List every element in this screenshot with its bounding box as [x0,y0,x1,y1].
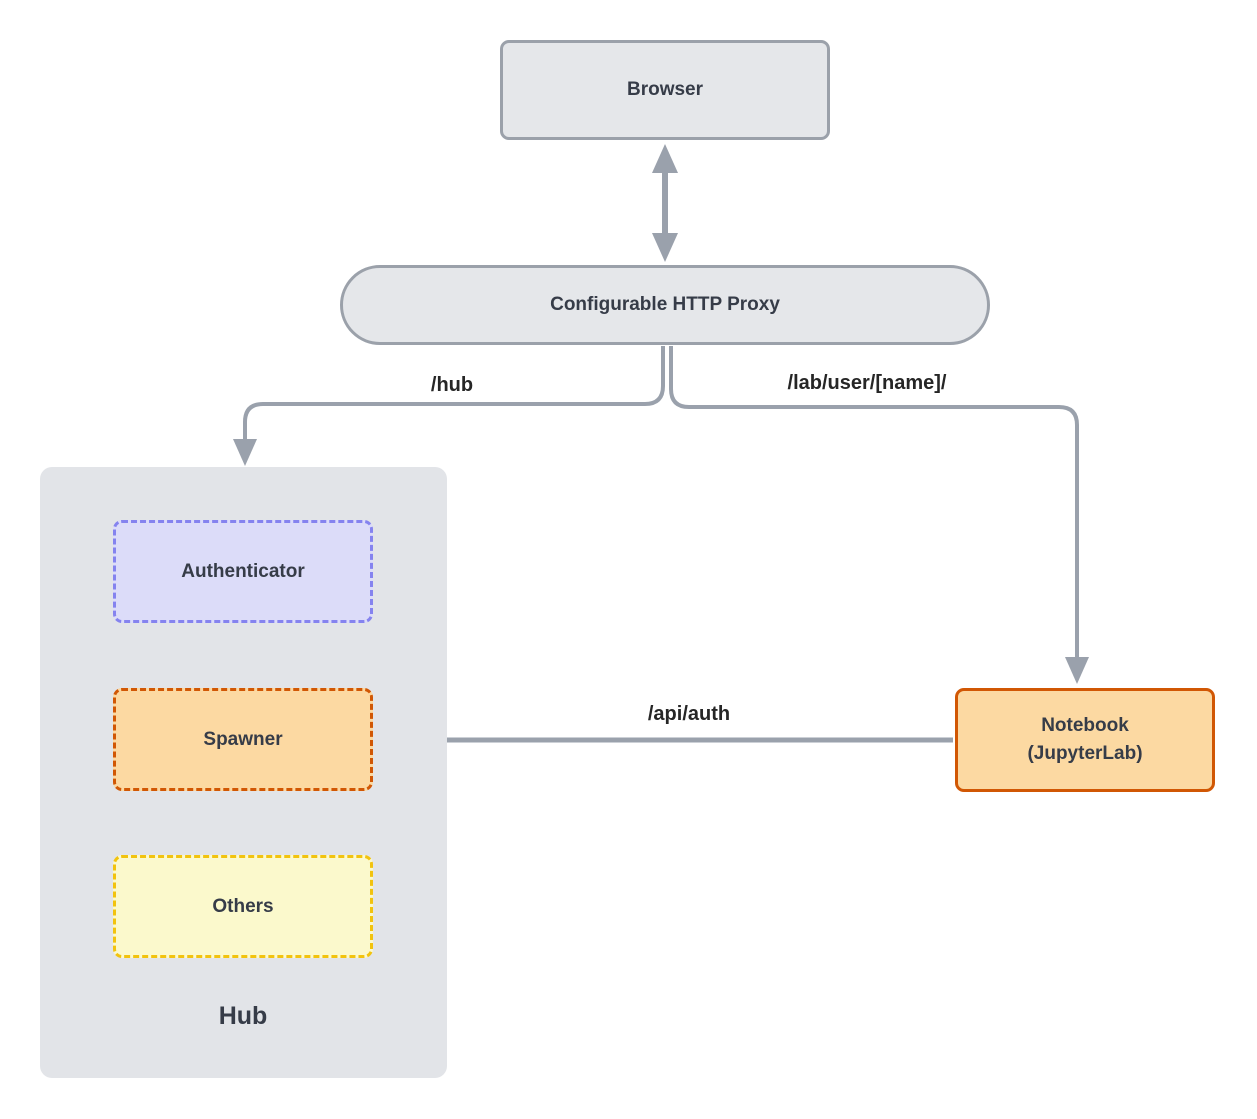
node-proxy-label: Configurable HTTP Proxy [550,294,780,315]
node-notebook: Notebook (JupyterLab) [955,688,1215,792]
node-others: Others [113,855,373,958]
node-authenticator: Authenticator [113,520,373,623]
node-spawner-label: Spawner [203,728,283,750]
node-others-label: Others [212,895,274,917]
arrowhead-down-to-hub [233,439,257,466]
node-notebook-label-line2: (JupyterLab) [1027,743,1143,764]
node-proxy: Configurable HTTP Proxy [340,265,990,345]
node-browser-label: Browser [626,79,704,100]
node-notebook-label-line1: Notebook [1041,715,1129,737]
edge-label-hub-route: /hub [430,374,474,396]
node-authenticator-label: Authenticator [181,560,305,582]
node-spawner: Spawner [113,688,373,791]
edge-label-api-auth: /api/auth [647,703,731,725]
hub-group-label: Hub [218,1002,268,1030]
edge-label-lab-route: /lab/user/[name]/ [787,372,947,394]
arrowhead-down-to-proxy [652,233,678,262]
arrowhead-up-to-browser [652,144,678,173]
node-browser: Browser [500,40,830,140]
arrowhead-down-to-notebook [1065,657,1089,684]
